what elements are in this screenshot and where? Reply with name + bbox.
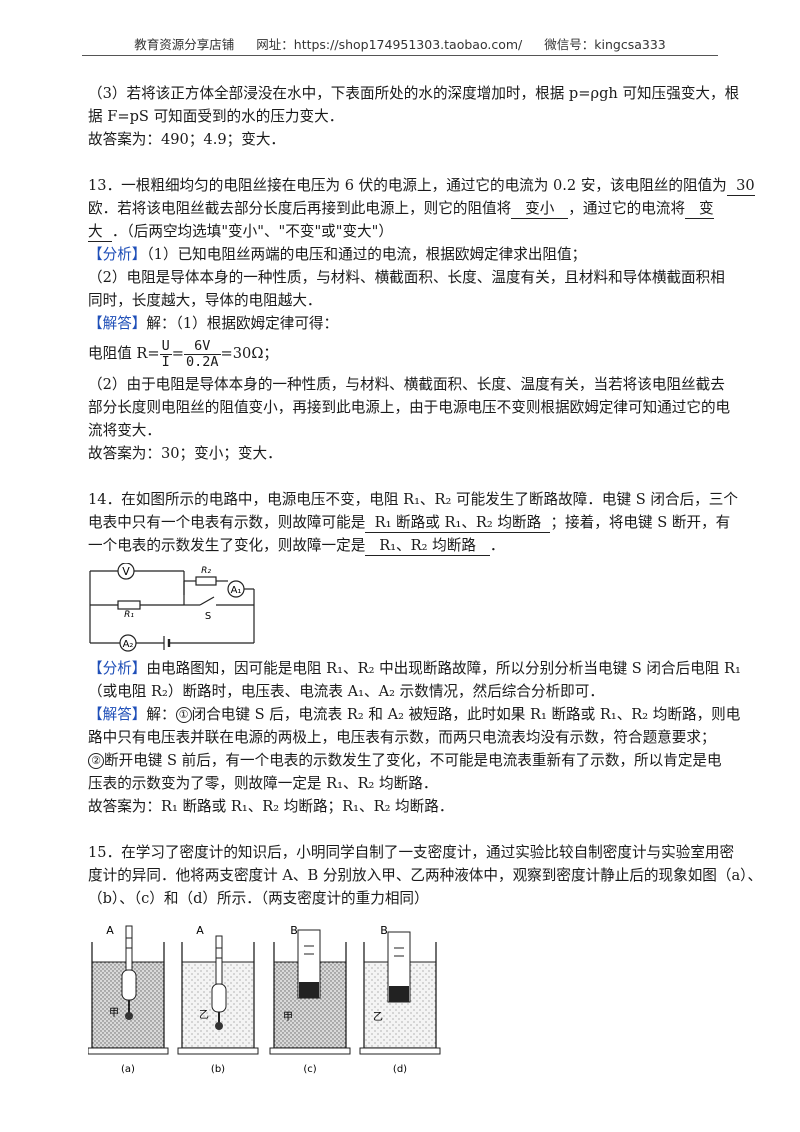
caption-a: (a) xyxy=(121,1064,135,1075)
q13-answer: 故答案为：30；变小；变大． xyxy=(88,445,282,462)
q14-solution-4: 压表的示数变为了零，则故障一定是 R₁、R₂ 均断路． xyxy=(88,775,438,792)
ammeter-a2-label: A₂ xyxy=(123,639,134,650)
q12-section: （3）若将该正方体全部浸没在水中，下表面所处的水的深度增加时，根据 p=ρgh … xyxy=(88,82,740,151)
liquid-c-label: 甲 xyxy=(283,1012,293,1023)
hydrometer-figure: A 甲 (a) A 乙 (b) xyxy=(88,924,441,1075)
header-shop: 教育资源分享店铺 xyxy=(134,37,235,52)
caption-c: (c) xyxy=(303,1064,316,1075)
voltmeter-label: V xyxy=(122,565,130,578)
q15-line-1: 15．在学习了密度计的知识后，小明同学自制了一支密度计，通过实验比较自制密度计与… xyxy=(88,844,735,861)
hydrometer-a-label: A xyxy=(106,924,114,937)
q13-solution: 【解答】解：（1）根据欧姆定律可得： xyxy=(88,315,339,332)
analysis-tag: 【分析】 xyxy=(88,660,147,677)
q13-analysis: 【分析】（1）已知电阻丝两端的电压和通过的电流，根据欧姆定律求出阻值； xyxy=(88,246,587,263)
q13-line-3: 大 ．（后两空均选填"变小"、"不变"或"变大"） xyxy=(88,223,393,242)
q13-solution-4: 部分长度则电阻丝的阻值变小，再接到此电源上，由于电源电压不变则根据欧姆定律可知通… xyxy=(88,399,731,416)
page-header: 教育资源分享店铺 网址：https://shop174951303.taobao… xyxy=(0,34,800,53)
q13-blank-3-cont: 大 xyxy=(88,223,112,242)
q14-section: 14．在如图所示的电路中，电源电压不变，电阻 R₁、R₂ 可能发生了断路故障．电… xyxy=(88,488,741,818)
q13-solution-5: 流将变大． xyxy=(88,422,161,439)
beaker-a xyxy=(88,925,169,1055)
q13-line-2: 欧．若将该电阻丝截去部分长度后再接到此电源上，则它的阻值将 变小 ，通过它的电流… xyxy=(88,200,714,219)
q15-section: 15．在学习了密度计的知识后，小明同学自制了一支密度计，通过实验比较自制密度计与… xyxy=(88,841,763,1078)
liquid-a-label: 甲 xyxy=(109,1008,119,1019)
q14-line-1: 14．在如图所示的电路中，电源电压不变，电阻 R₁、R₂ 可能发生了断路故障．电… xyxy=(88,491,738,508)
beaker-c xyxy=(269,929,351,1055)
hydrometer-d-label: B xyxy=(380,924,388,937)
q14-analysis-2: （或电阻 R₂）断路时，电压表、电流表 A₁、A₂ 示数情况，然后综合分析即可． xyxy=(88,683,604,700)
q13-analysis-3: 同时，长度越大，导体的电阻越大． xyxy=(88,292,322,309)
circled-number-2: ② xyxy=(88,753,104,769)
ammeter-a1-label: A₁ xyxy=(231,585,242,596)
q13-section: 13．一根粗细均匀的电阻丝接在电压为 6 伏的电源上，通过它的电流为 0.2 安… xyxy=(88,174,755,465)
q13-line-1: 13．一根粗细均匀的电阻丝接在电压为 6 伏的电源上，通过它的电流为 0.2 安… xyxy=(88,177,755,196)
analysis-tag: 【分析】 xyxy=(88,246,147,263)
q12-answer: 故答案为：490；4.9；变大． xyxy=(88,131,286,148)
q13-solution-3: （2）由于电阻是导体本身的一种性质，与材料、横截面积、长度、温度有关，当若将该电… xyxy=(88,376,725,393)
circuit-diagram: V A₁ A₂ R₂ R₁ S xyxy=(89,563,255,652)
q13-analysis-2: （2）电阻是导体本身的一种性质，与材料、横截面积、长度、温度有关，且材料和导体横… xyxy=(88,269,725,286)
q14-line-3: 一个电表的示数发生了变化，则故障一定是 R₁、R₂ 均断路 ． xyxy=(88,537,505,556)
header-divider xyxy=(82,55,718,56)
q15-line-3: （b）、（c）和（d）所示．（两支密度计的重力相同） xyxy=(88,890,429,907)
q14-line-2: 电表中只有一个电表有示数，则故障可能是 R₁ 断路或 R₁、R₂ 均断路 ；接着… xyxy=(88,514,731,533)
liquid-b-label: 乙 xyxy=(199,1009,209,1021)
q13-blank-3: 变 xyxy=(685,200,714,219)
q12-line-1: （3）若将该正方体全部浸没在水中，下表面所处的水的深度增加时，根据 p=ρgh … xyxy=(88,85,740,102)
beaker-b xyxy=(177,935,259,1055)
caption-b: (b) xyxy=(211,1064,225,1075)
resistor-r2-label: R₂ xyxy=(201,566,211,576)
q14-answer: 故答案为：R₁ 断路或 R₁、R₂ 均断路；R₁、R₂ 均断路． xyxy=(88,798,454,815)
q14-solution-2: 路中只有电压表并联在电源的两极上，电压表有示数，而两只电流表均没有示数，符合题意… xyxy=(88,729,716,746)
q13-blank-1: 30 xyxy=(726,177,755,196)
beaker-d xyxy=(359,931,441,1055)
header-wechat: 微信号：kingcsa333 xyxy=(544,37,666,52)
liquid-d-label: 乙 xyxy=(373,1011,383,1023)
q13-blank-2: 变小 xyxy=(511,200,569,219)
hydrometer-b-label: A xyxy=(196,924,204,937)
answer-tag: 【解答】 xyxy=(88,315,147,332)
answer-tag: 【解答】 xyxy=(88,706,147,723)
q14-blank-1: R₁ 断路或 R₁、R₂ 均断路 xyxy=(365,514,551,533)
hydrometer-c-label: B xyxy=(290,924,298,937)
document-body: （3）若将该正方体全部浸没在水中，下表面所处的水的深度增加时，根据 p=ρgh … xyxy=(88,82,763,1078)
circled-number-1: ① xyxy=(175,707,192,723)
switch-s-label: S xyxy=(205,611,211,622)
q15-line-2: 度计的异同．他将两支密度计 A、B 分别放入甲、乙两种液体中，观察到密度计静止后… xyxy=(88,867,763,884)
caption-d: (d) xyxy=(393,1064,407,1075)
q12-line-2: 据 F=pS 可知面受到的水的压力变大． xyxy=(88,108,344,125)
header-url: 网址：https://shop174951303.taobao.com/ xyxy=(256,37,523,52)
q14-blank-2: R₁、R₂ 均断路 xyxy=(365,537,490,556)
resistor-r1-label: R₁ xyxy=(124,610,134,620)
q14-analysis: 【分析】由电路图知，因可能是电阻 R₁、R₂ 中出现断路故障，所以分别分析当电键… xyxy=(88,660,741,677)
